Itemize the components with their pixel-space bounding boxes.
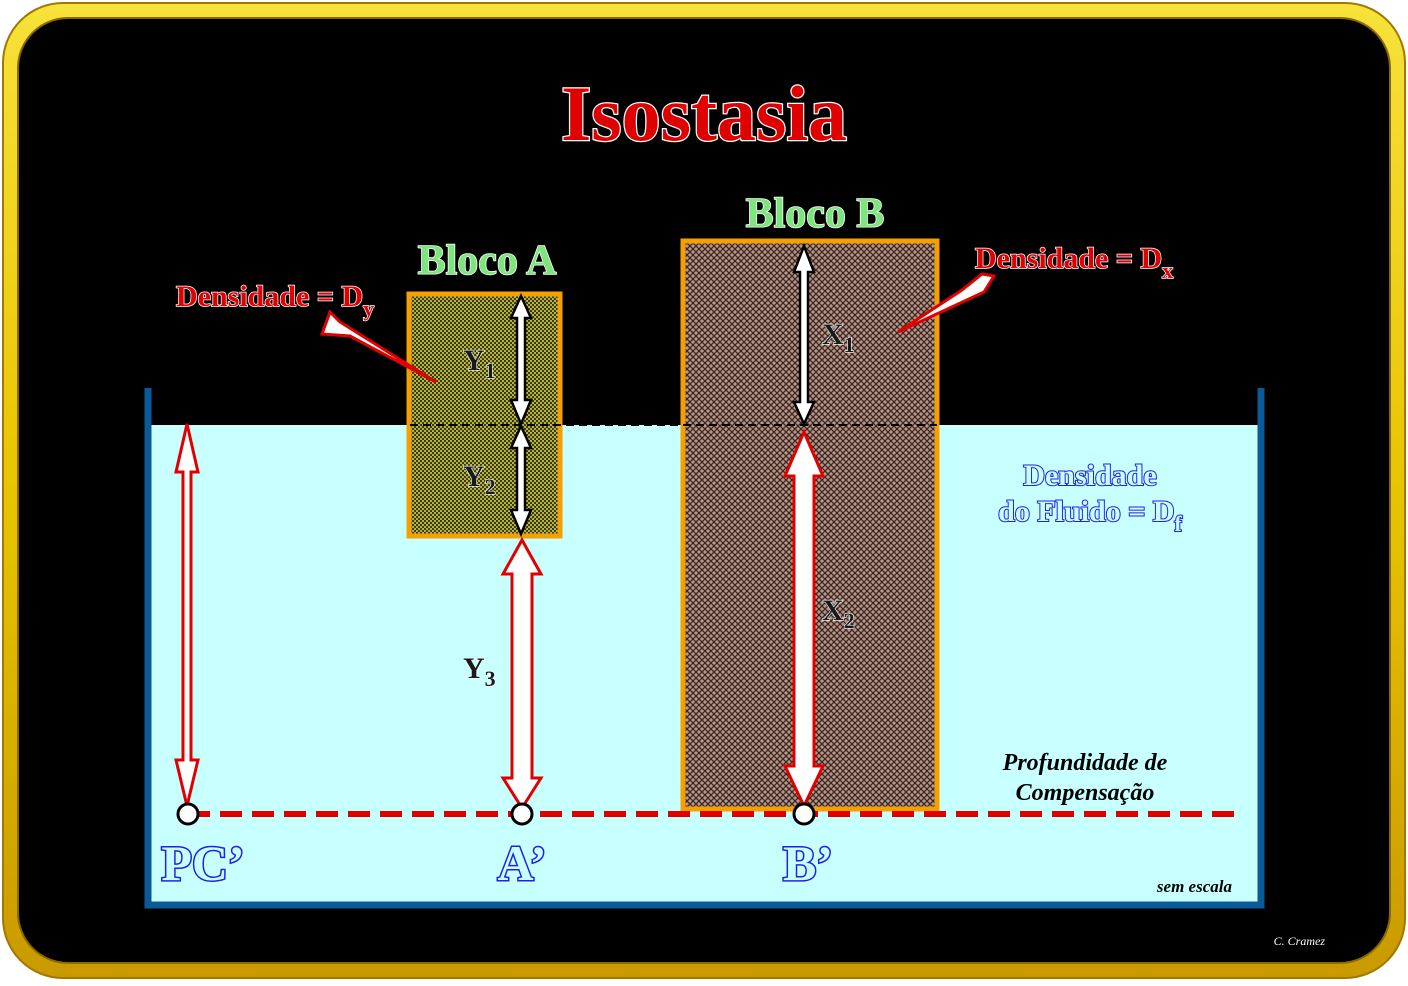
point-a-marker bbox=[510, 802, 534, 826]
fluid-density-line1: Densidade bbox=[1023, 459, 1156, 492]
x2-label: X2 bbox=[822, 594, 855, 633]
point-b-label: B’ bbox=[783, 835, 833, 891]
y3-label: Y3 bbox=[463, 652, 496, 691]
point-b-marker bbox=[792, 802, 816, 826]
fluid-surface-label: Superfície do fluido bbox=[1105, 403, 1244, 422]
y1-label: Y1 bbox=[463, 344, 496, 383]
block-b-label: Bloco B bbox=[746, 191, 885, 237]
fluid-density-line2: do Fluido = Df bbox=[998, 495, 1182, 536]
block-a-density-label: Densidade = Dy bbox=[176, 280, 374, 321]
compensation-label-line1: Profundidade de bbox=[1002, 750, 1168, 776]
y2-label: Y2 bbox=[463, 460, 496, 499]
block-b-density-pointer bbox=[897, 272, 997, 334]
block-a-label: Bloco A bbox=[418, 238, 558, 284]
page-title: Isostasia bbox=[561, 70, 847, 157]
block-b-density-label: Densidade = Dx bbox=[975, 242, 1173, 283]
y2-double-arrow bbox=[509, 422, 533, 538]
compensation-label-line2: Compensação bbox=[1016, 780, 1155, 806]
scale-note: sem escala bbox=[1156, 877, 1233, 896]
tank-walls bbox=[144, 388, 1265, 909]
block-a bbox=[406, 291, 563, 539]
point-pc-label: PC’ bbox=[161, 835, 244, 891]
point-a-label: A’ bbox=[497, 835, 546, 891]
point-pc-marker bbox=[176, 802, 200, 826]
block-a-density-pointer bbox=[319, 309, 437, 384]
author-credit: C. Cramez bbox=[1274, 934, 1326, 948]
x1-label: X1 bbox=[822, 318, 855, 357]
x1-double-arrow bbox=[792, 242, 816, 428]
